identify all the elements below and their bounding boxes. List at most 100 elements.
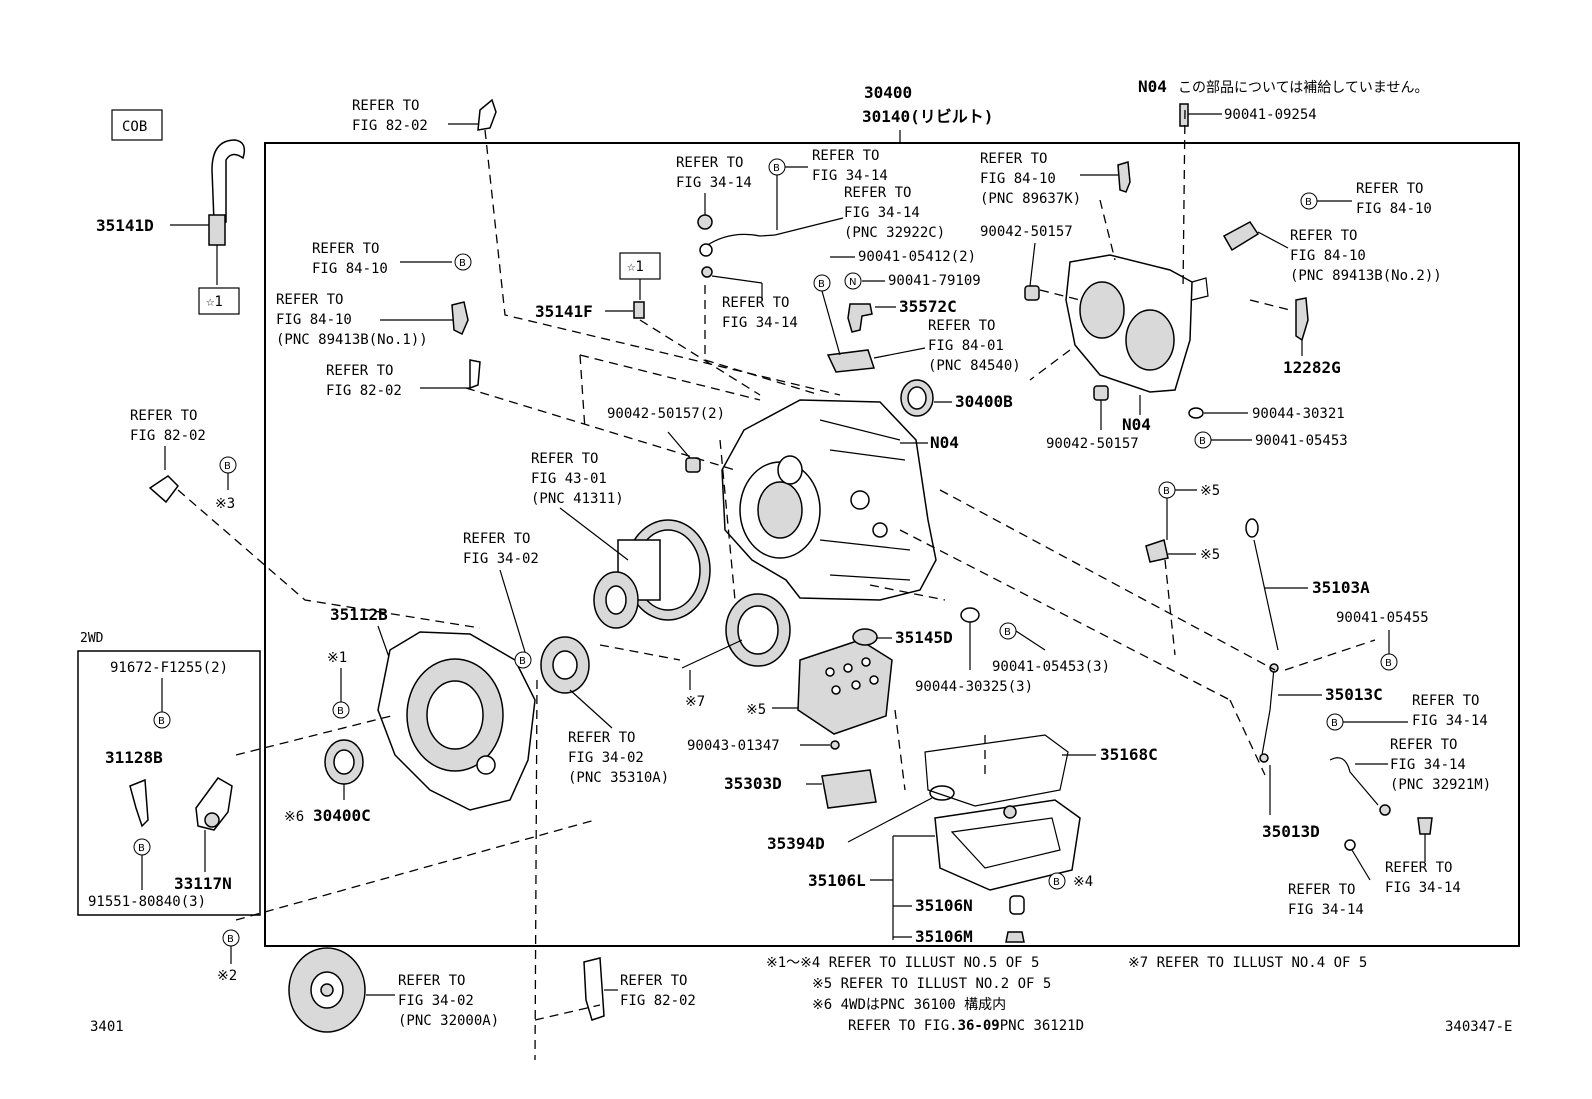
- bolt-90041-09254-icon[interactable]: [1179, 103, 1189, 127]
- ref-fig34-14-d[interactable]: REFER TO FIG 34-14: [722, 295, 798, 331]
- dipstick-35103a-icon[interactable]: [1245, 518, 1279, 651]
- oil-cooler-pipe-icon[interactable]: [697, 175, 844, 278]
- sensor-mark5-icon[interactable]: [1145, 539, 1169, 563]
- sensor-89637k-icon[interactable]: [1117, 161, 1131, 193]
- label-91672-F1255[interactable]: 91672-F1255(2): [110, 660, 228, 676]
- ref-fig34-14-e[interactable]: REFER TO FIG 34-14: [1412, 693, 1488, 729]
- label-35572C[interactable]: 35572C: [899, 297, 957, 316]
- ref-fig34-14-a[interactable]: REFER TO FIG 34-14: [676, 155, 752, 191]
- ref-fig34-02-top[interactable]: REFER TO FIG 34-02: [463, 531, 539, 567]
- label-35303D[interactable]: 35303D: [724, 774, 782, 793]
- bracket-35572c-icon[interactable]: [847, 303, 873, 333]
- label-35106N[interactable]: 35106N: [915, 896, 973, 915]
- gasket-90044-30321-icon[interactable]: [1188, 407, 1204, 419]
- label-91551-80840[interactable]: 91551-80840(3): [88, 894, 206, 910]
- label-90041-05453-3[interactable]: 90041-05453(3): [992, 659, 1110, 675]
- bracket-31128b-icon[interactable]: [129, 778, 149, 828]
- torque-converter-icon[interactable]: [288, 947, 366, 1033]
- transaxle-case-icon[interactable]: [721, 399, 937, 601]
- ref-fig34-02-pnc32000a[interactable]: REFER TO FIG 34-02 (PNC 32000A): [398, 973, 499, 1029]
- transfer-cover-icon[interactable]: [1065, 254, 1209, 393]
- pan-gasket-35168c-icon[interactable]: [924, 734, 1069, 807]
- oil-pump-icon[interactable]: [540, 636, 590, 694]
- label-90041-05412[interactable]: 90041-05412(2): [858, 249, 976, 265]
- plug-cover-bottom-icon[interactable]: [1093, 385, 1109, 401]
- differential-icon[interactable]: [593, 519, 711, 629]
- ref-fig84-10-left-b[interactable]: REFER TO FIG 84-10: [312, 241, 388, 277]
- label-35141D[interactable]: 35141D: [96, 216, 154, 235]
- shift-lever-33117n-icon[interactable]: [195, 777, 233, 831]
- ref-fig84-01-pnc84540[interactable]: REFER TO FIG 84-01 (PNC 84540): [928, 318, 1021, 374]
- bracket-icon: [477, 98, 497, 131]
- label-35013D[interactable]: 35013D: [1262, 822, 1320, 841]
- label-35168C[interactable]: 35168C: [1100, 745, 1158, 764]
- gear-assembly-icon[interactable]: [681, 593, 791, 669]
- ref-fig84-10-pnc89413b-no2[interactable]: REFER TO FIG 84-10 (PNC 89413B(No.2)): [1290, 228, 1442, 284]
- svg-text:REFER TO: REFER TO: [722, 295, 789, 311]
- label-35394D[interactable]: 35394D: [767, 834, 825, 853]
- rebuilt-part-number[interactable]: 30140(リビルト): [862, 107, 993, 126]
- union-bolt-icon[interactable]: [1417, 817, 1433, 835]
- label-90042-50157-2[interactable]: 90042-50157(2): [607, 406, 725, 422]
- label-90042-50157-cover[interactable]: 90042-50157: [1046, 436, 1139, 452]
- plug-90042-icon[interactable]: [685, 457, 701, 473]
- converter-housing-icon[interactable]: [377, 631, 536, 811]
- label-90044-30325-3[interactable]: 90044-30325(3): [915, 679, 1033, 695]
- strainer-35303d-icon[interactable]: [821, 769, 877, 809]
- ref-fig82-02-left[interactable]: REFER TO FIG 82-02: [130, 408, 206, 444]
- label-90043-01347[interactable]: 90043-01347: [687, 738, 780, 754]
- ref-fig82-02-top[interactable]: REFER TO FIG 82-02: [352, 98, 428, 134]
- label-35141F[interactable]: 35141F: [535, 302, 593, 321]
- valve-body-icon[interactable]: [797, 639, 893, 735]
- speed-sensor-no2-icon[interactable]: [1222, 221, 1260, 252]
- ref-fig84-10-pnc89413b-no1[interactable]: REFER TO FIG 84-10 (PNC 89413B(No.1)): [276, 292, 428, 348]
- ref-fig82-02-bottom[interactable]: REFER TO FIG 82-02: [620, 973, 696, 1009]
- ref-fig82-02-mid[interactable]: REFER TO FIG 82-02: [326, 363, 402, 399]
- main-part-number[interactable]: 30400: [864, 83, 912, 102]
- ref-fig84-10-pnc89637k[interactable]: REFER TO FIG 84-10 (PNC 89637K): [980, 151, 1081, 207]
- bracket-12282g-icon[interactable]: [1295, 297, 1309, 342]
- label-90041-05455[interactable]: 90041-05455: [1336, 610, 1429, 626]
- plug-cover-top-icon[interactable]: [1024, 285, 1040, 301]
- label-90042-50157-top[interactable]: 90042-50157: [980, 224, 1073, 240]
- label-90044-30321[interactable]: 90044-30321: [1252, 406, 1345, 422]
- svg-text:(PNC 89413B(No.2)): (PNC 89413B(No.2)): [1290, 268, 1442, 284]
- ref-fig84-10-right-b[interactable]: REFER TO FIG 84-10: [1356, 181, 1432, 217]
- label-30400B[interactable]: 30400B: [955, 392, 1013, 411]
- label-35106M[interactable]: 35106M: [915, 927, 973, 946]
- oil-pan-35106l-icon[interactable]: [934, 799, 1081, 891]
- label-35145D[interactable]: 35145D: [895, 628, 953, 647]
- ref-fig34-14-h[interactable]: REFER TO FIG 34-14: [1288, 882, 1364, 918]
- label-90041-09254[interactable]: 90041-09254: [1224, 107, 1317, 123]
- label-90041-05453[interactable]: 90041-05453: [1255, 433, 1348, 449]
- ref-fig34-14-b[interactable]: REFER TO FIG 34-14: [812, 148, 888, 184]
- label-31128B[interactable]: 31128B: [105, 748, 163, 767]
- label-33117N[interactable]: 33117N: [174, 874, 232, 893]
- label-n04-cover[interactable]: N04: [1122, 415, 1151, 434]
- plug-35145d-icon[interactable]: [852, 628, 878, 646]
- label-35013C[interactable]: 35013C: [1325, 685, 1383, 704]
- breather-hose-icon[interactable]: [208, 139, 246, 285]
- svg-text:REFER TO: REFER TO: [844, 185, 911, 201]
- drain-plug-35106m-icon[interactable]: [1005, 931, 1025, 943]
- label-90041-79109[interactable]: 90041-79109: [888, 273, 981, 289]
- dipstick-tube-35013c-icon[interactable]: [1259, 663, 1279, 763]
- speed-sensor-no1-icon[interactable]: [451, 301, 469, 336]
- label-35103A[interactable]: 35103A: [1312, 578, 1370, 597]
- magnet-35106n-icon[interactable]: [1009, 895, 1025, 915]
- ref-fig34-14-pnc32922c[interactable]: REFER TO FIG 34-14 (PNC 32922C): [844, 185, 945, 241]
- breather-plug-icon[interactable]: [633, 301, 645, 319]
- oring-90043-icon[interactable]: [830, 740, 840, 750]
- label-35106L[interactable]: 35106L: [808, 871, 866, 890]
- ref-fig34-02-pnc35310a[interactable]: REFER TO FIG 34-02 (PNC 35310A): [568, 730, 669, 786]
- label-12282G[interactable]: 12282G: [1283, 358, 1341, 377]
- cooler-pipe-32921m-icon[interactable]: [1329, 757, 1379, 806]
- ref-fig43-01-pnc41311[interactable]: REFER TO FIG 43-01 (PNC 41311): [531, 451, 624, 507]
- gasket-90044-30325-icon[interactable]: [960, 607, 980, 623]
- ref-fig34-14-pnc32921m[interactable]: REFER TO FIG 34-14 (PNC 32921M): [1390, 737, 1491, 793]
- ref-fig34-14-g[interactable]: REFER TO FIG 34-14: [1385, 860, 1461, 896]
- label-30400C[interactable]: 30400C: [313, 806, 371, 825]
- label-n04-case[interactable]: N04: [930, 433, 959, 452]
- harness-clamp-icon[interactable]: [826, 349, 876, 373]
- label-35112B[interactable]: 35112B: [330, 605, 388, 624]
